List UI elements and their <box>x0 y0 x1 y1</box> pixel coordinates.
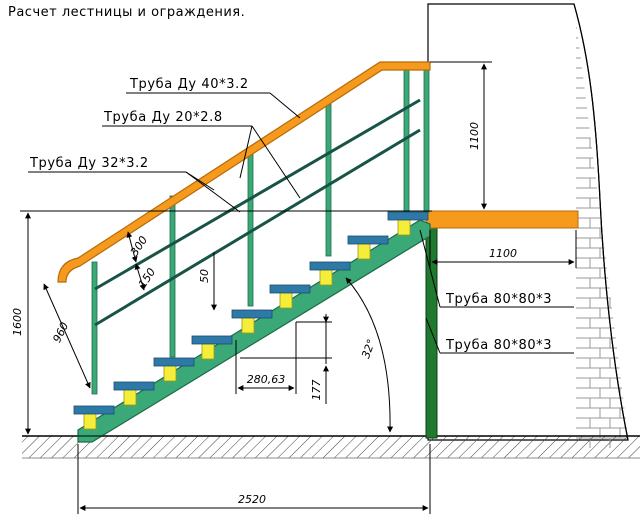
handrail-post <box>247 147 254 307</box>
label-pipe-32: Труба Ду 32*3.2 <box>29 156 149 171</box>
dim-total-length <box>77 444 431 514</box>
label-pipe-40: Труба Ду 40*3.2 <box>129 77 249 92</box>
stair-tread <box>231 309 273 319</box>
label-pipe-20: Труба Ду 20*2.8 <box>103 110 223 125</box>
handrail-post <box>325 99 332 257</box>
dim-riser-height-text: 177 <box>310 380 323 401</box>
intermediate-rails <box>94 98 421 327</box>
dim-spacing-300-text: 300 <box>128 234 150 259</box>
platform <box>425 210 579 229</box>
tread-bracket <box>123 388 137 406</box>
dim-angle <box>78 277 420 437</box>
dim-rail-960 <box>43 283 91 389</box>
stair-tread <box>347 235 389 245</box>
stair-tread <box>73 405 115 415</box>
dim-riser-height <box>240 314 332 404</box>
tread-bracket <box>241 316 255 334</box>
label-pipe-80-bottom: Труба 80*80*3 <box>445 338 552 353</box>
tread-bracket <box>163 364 177 382</box>
dim-platform-length <box>429 230 577 268</box>
stair-treads <box>73 211 429 430</box>
dim-rail-spacing <box>126 231 146 291</box>
dim-total-length-text: 2520 <box>238 493 266 506</box>
handrail-post <box>423 65 430 213</box>
dim-angle-text: 32° <box>359 337 378 360</box>
stair-tread <box>309 261 351 271</box>
stair-tread <box>269 284 311 294</box>
diagram-title: Расчет лестницы и ограждения. <box>8 5 245 20</box>
dim-rail-height-text: 1100 <box>468 122 481 150</box>
tread-bracket <box>83 412 97 430</box>
callout-leaders <box>28 92 574 354</box>
label-pipe-80-top: Труба 80*80*3 <box>445 292 552 307</box>
dim-total-height <box>20 210 420 435</box>
handrail <box>57 61 431 283</box>
tread-bracket <box>357 242 371 260</box>
tread-bracket <box>319 268 333 286</box>
dim-tread-depth-text: 280,63 <box>247 373 286 386</box>
tread-bracket <box>279 291 293 309</box>
stair-tread <box>153 357 195 367</box>
stair-tread <box>191 335 233 345</box>
dim-tread-50-text: 50 <box>198 269 211 283</box>
dim-rail-height <box>430 61 492 210</box>
tread-bracket <box>201 342 215 360</box>
ground <box>22 435 640 459</box>
dim-platform-length-text: 1100 <box>489 247 517 260</box>
dim-total-height-text: 1600 <box>11 308 24 336</box>
tread-bracket <box>397 218 411 236</box>
dim-rail-960-text: 960 <box>50 320 71 345</box>
stair-tread <box>113 381 155 391</box>
dim-spacing-150-text: 150 <box>136 266 158 291</box>
handrail-post <box>91 261 98 395</box>
stair-tread <box>387 211 429 221</box>
